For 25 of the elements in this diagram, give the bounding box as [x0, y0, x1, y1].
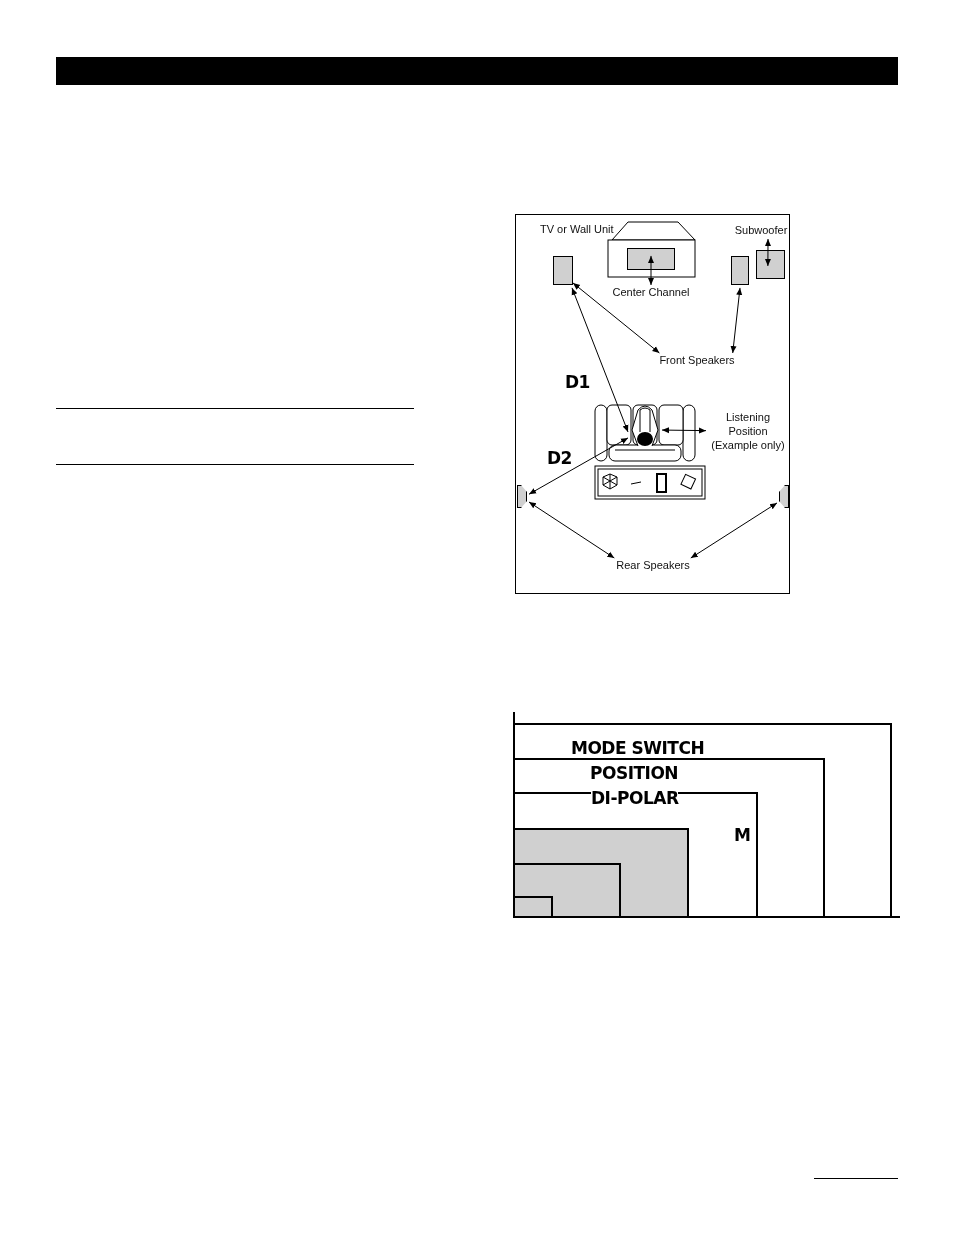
speaker-box — [627, 248, 675, 270]
callout-text: Listening Position (Example only) — [706, 410, 790, 458]
callout-text: Center Channel — [600, 285, 702, 301]
arrow — [730, 287, 743, 354]
arrow — [661, 427, 707, 434]
arrow — [528, 437, 629, 495]
callout-text: Rear Speakers — [608, 558, 698, 574]
arrow — [648, 255, 654, 286]
distance-label: D1 — [565, 372, 590, 392]
unit-label: TV or Wall Unit — [540, 222, 614, 236]
distance-label: D2 — [547, 448, 572, 468]
arrow — [572, 282, 660, 354]
speaker-box — [731, 256, 749, 285]
callout-text: Subwoofer — [734, 223, 788, 239]
listener-figure — [628, 402, 662, 448]
speaker-box — [553, 256, 573, 285]
arrow — [528, 501, 615, 559]
speaker-box — [517, 485, 527, 508]
speaker-box — [756, 250, 785, 279]
speaker-box — [779, 485, 789, 508]
arrow — [764, 238, 771, 267]
arrow — [571, 287, 629, 433]
arrow — [690, 502, 778, 559]
tv-unit — [540, 222, 696, 278]
callout-text: Front Speakers — [650, 353, 744, 369]
